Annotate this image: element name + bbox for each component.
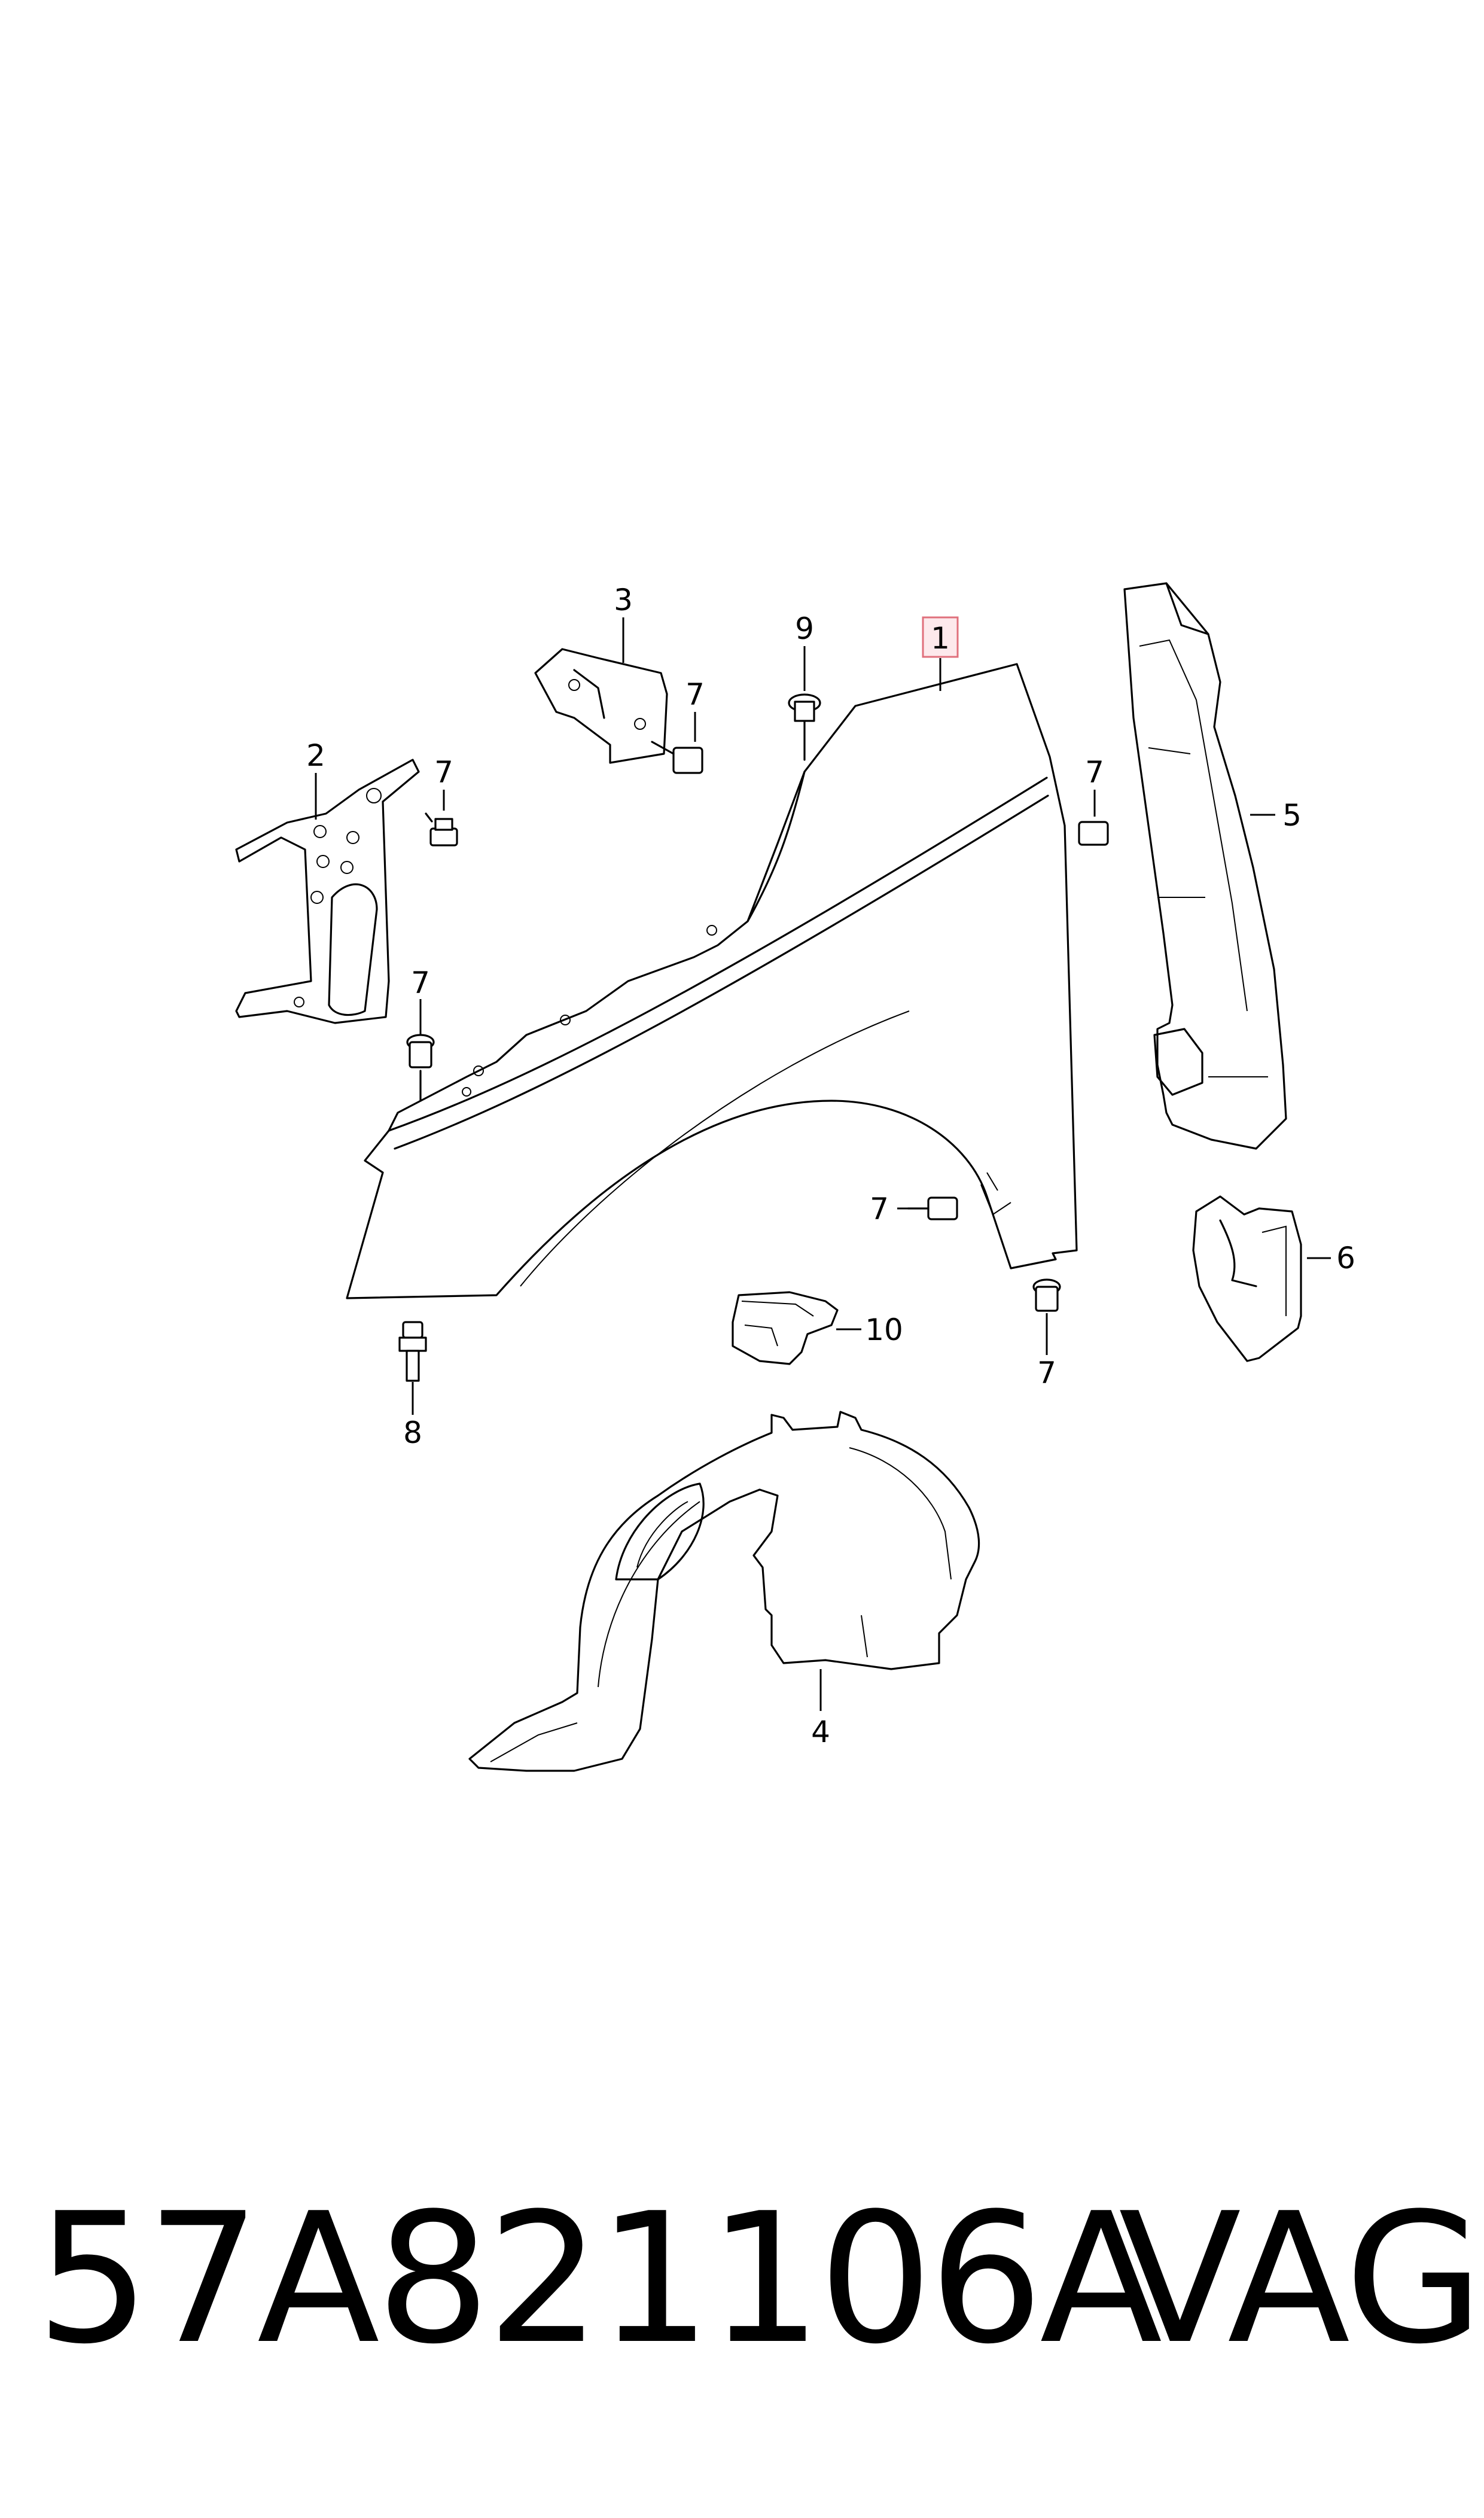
screw-7-right bbox=[1078, 821, 1109, 846]
callout-3[interactable]: 3 bbox=[614, 583, 633, 617]
callout-9[interactable]: 9 bbox=[795, 611, 814, 646]
screw-7-wheelarch bbox=[907, 1196, 958, 1220]
callout-4[interactable]: 4 bbox=[811, 1715, 830, 1749]
callout-7-e[interactable]: 7 bbox=[870, 1192, 889, 1226]
callout-2[interactable]: 2 bbox=[306, 738, 325, 773]
part-1-fender bbox=[346, 663, 1078, 1299]
callout-6[interactable]: 6 bbox=[1336, 1241, 1355, 1275]
stud-8 bbox=[398, 1321, 427, 1382]
part-5-trim-strip bbox=[1123, 582, 1287, 1150]
screw-7-bracket3 bbox=[651, 741, 703, 774]
callout-10[interactable]: 10 bbox=[865, 1313, 903, 1347]
screw-7-left-mid bbox=[406, 1034, 435, 1102]
part-3-bracket bbox=[534, 648, 668, 764]
screw-9 bbox=[788, 693, 821, 761]
callout-1-highlight bbox=[922, 616, 959, 658]
callout-7-b[interactable]: 7 bbox=[685, 677, 705, 712]
leader-lines bbox=[315, 617, 1331, 1711]
brand-label: VAG bbox=[1119, 2175, 1483, 2383]
part-2-bracket bbox=[235, 759, 420, 1024]
callout-5[interactable]: 5 bbox=[1282, 798, 1302, 833]
part-4-wheel-liner bbox=[468, 1411, 980, 1772]
callout-1[interactable]: 1 bbox=[931, 621, 950, 656]
screw-7-bracket2 bbox=[425, 812, 458, 847]
part-number-label: 57A821106A bbox=[36, 2175, 1162, 2383]
callout-7-f[interactable]: 7 bbox=[1037, 1356, 1056, 1390]
callout-7-d[interactable]: 7 bbox=[411, 966, 430, 1000]
callout-7-c[interactable]: 7 bbox=[1085, 755, 1104, 790]
callout-8[interactable]: 8 bbox=[403, 1415, 422, 1450]
part-10-bracket bbox=[732, 1291, 839, 1365]
part-6-bracket bbox=[1192, 1195, 1302, 1362]
screw-7-bottom bbox=[1032, 1278, 1061, 1312]
callout-7-a[interactable]: 7 bbox=[434, 755, 453, 790]
